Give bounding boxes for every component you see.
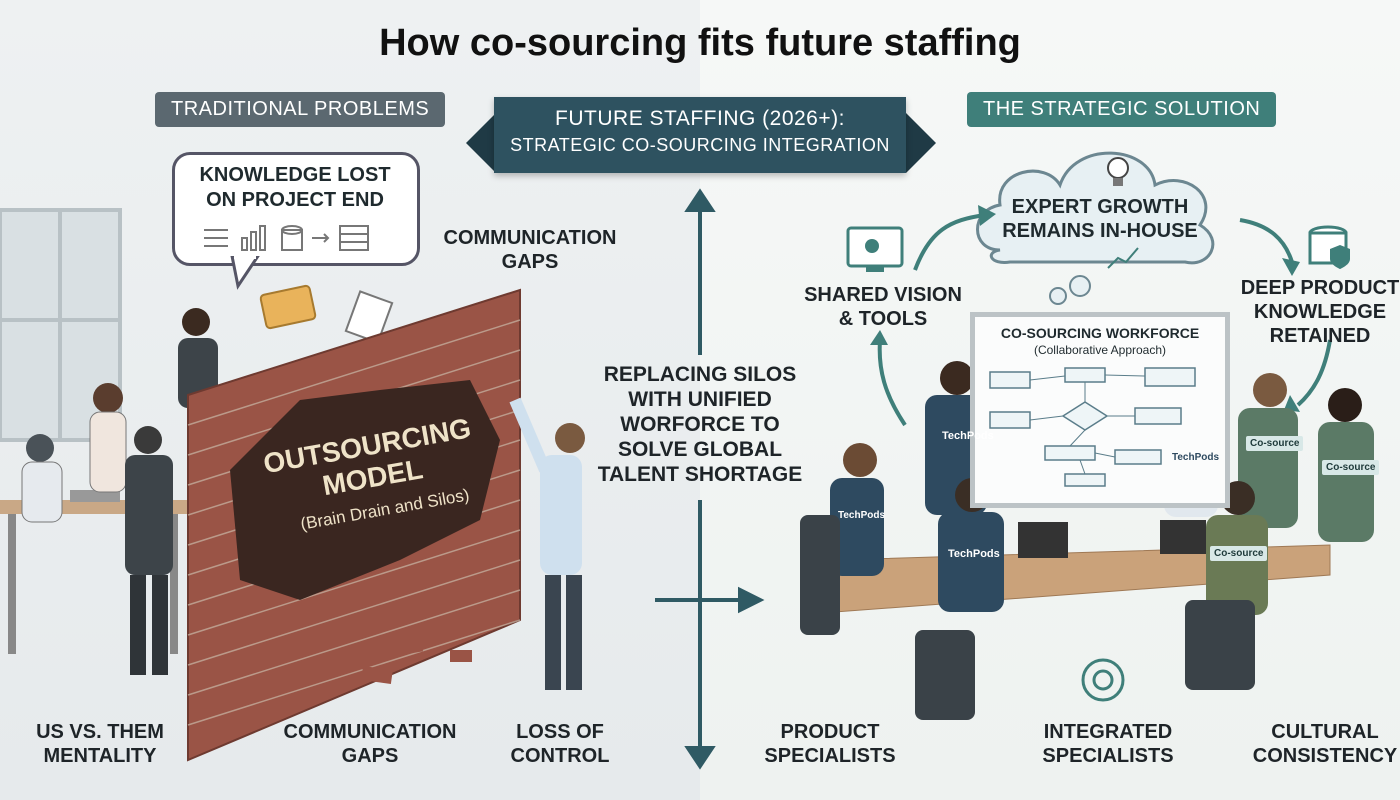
cloud-icon	[976, 151, 1215, 305]
comm-gaps-bottom-line-1: COMMUNICATION	[283, 721, 457, 743]
center-line-4: SOLVE GLOBAL	[617, 438, 783, 461]
whiteboard-title: CO-SOURCING WORKFORCE	[1000, 325, 1200, 341]
grid-icon	[339, 225, 369, 251]
center-line-5: TALENT SHORTAGE	[597, 463, 803, 486]
traditional-problems-header: TRADITIONAL PROBLEMS	[155, 92, 446, 127]
brick-wall	[187, 288, 521, 762]
cycle-arrows	[877, 213, 1332, 427]
database-shield-icon	[1308, 225, 1350, 269]
arrow-right-icon	[312, 233, 330, 243]
integrated-specialists-label: INTEGRATED SPECIALISTS	[1030, 720, 1186, 768]
cultural-consistency-label: CULTURAL CONSISTENCY	[1252, 720, 1398, 768]
techpods-shirt-label-2: TechPods	[838, 510, 886, 521]
product-specialists-label: PRODUCT SPECIALISTS	[760, 720, 900, 768]
cosource-badge-2: Co-source	[1322, 460, 1380, 475]
replacing-silos-text: REPLACING SILOS WITH UNIFIED WORFORCE TO…	[592, 362, 808, 487]
center-line-2: WITH UNIFIED	[628, 388, 772, 411]
us-vs-them-line-2: MENTALITY	[43, 745, 157, 767]
left-people	[21, 308, 218, 675]
whiteboard-subtitle: (Collaborative Approach)	[1033, 343, 1167, 357]
deep-product-line-2: KNOWLEDGE	[1253, 301, 1387, 323]
list-icon	[204, 229, 228, 247]
integrated-specialists-line-2: SPECIALISTS	[1042, 745, 1174, 767]
data-icons-row	[204, 225, 369, 251]
techpods-shirt-label-1: TechPods	[942, 430, 994, 442]
deep-product-line-1: DEEP PRODUCT	[1240, 277, 1400, 299]
techpods-shirt-label-4: TechPods	[1172, 452, 1220, 463]
loss-of-control-line-1: LOSS OF	[516, 721, 604, 743]
database-icon	[281, 225, 303, 251]
shared-vision-line-1: SHARED VISION	[804, 284, 962, 306]
integration-cycle-icon	[1081, 658, 1125, 702]
fallen-bricks	[361, 637, 472, 685]
banner-tail-right	[906, 113, 936, 173]
monitor-icon	[846, 226, 904, 272]
comm-gaps-top-line-2: GAPS	[501, 251, 559, 273]
banner-line-1: FUTURE STAFFING (2026+):	[555, 107, 845, 130]
knowledge-lost-label: KNOWLEDGE LOST ON PROJECT END	[172, 163, 418, 213]
expert-growth-label: EXPERT GROWTH REMAINS IN-HOUSE	[1000, 195, 1200, 243]
future-staffing-banner: FUTURE STAFFING (2026+): STRATEGIC CO-SO…	[494, 97, 906, 173]
communication-gaps-top-label: COMMUNICATION GAPS	[430, 226, 630, 274]
center-line-1: REPLACING SILOS	[603, 363, 797, 386]
banner-tail-left	[466, 113, 496, 173]
deep-product-knowledge-label: DEEP PRODUCT KNOWLEDGE RETAINED	[1240, 276, 1400, 348]
cultural-consistency-line-1: CULTURAL	[1271, 721, 1379, 743]
banner-line-2: STRATEGIC CO-SOURCING INTEGRATION	[510, 135, 890, 155]
vertical-arrow	[684, 188, 716, 770]
shared-vision-line-2: & TOOLS	[838, 308, 928, 330]
cosource-badge-3: Co-source	[1210, 546, 1268, 561]
comm-gaps-bottom-line-2: GAPS	[341, 745, 399, 767]
strategic-solution-header: THE STRATEGIC SOLUTION	[967, 92, 1277, 127]
techpods-shirt-label-3: TechPods	[948, 548, 1000, 560]
knowledge-lost-line-1: KNOWLEDGE LOST	[199, 164, 391, 186]
shared-vision-label: SHARED VISION & TOOLS	[798, 283, 968, 331]
folder-icon	[259, 284, 317, 330]
deep-product-line-3: RETAINED	[1269, 325, 1371, 347]
us-vs-them-line-1: US VS. THEM	[36, 721, 164, 743]
communication-gaps-bottom-label: COMMUNICATION GAPS	[270, 720, 470, 768]
cycle-arrowheads	[870, 205, 1300, 412]
chairs	[800, 515, 1255, 720]
lightbulb-icon	[1107, 157, 1129, 186]
comm-gaps-top-line-1: COMMUNICATION	[443, 227, 617, 249]
man-pushing-wall	[509, 397, 585, 690]
expert-growth-line-1: EXPERT GROWTH	[1011, 196, 1189, 218]
us-vs-them-label: US VS. THEM MENTALITY	[20, 720, 180, 768]
loss-of-control-line-2: CONTROL	[510, 745, 610, 767]
horizontal-arrow	[655, 586, 765, 614]
bar-chart-icon	[241, 225, 266, 251]
speech-bubble-tail	[230, 256, 260, 290]
center-line-3: WORFORCE TO	[620, 413, 780, 436]
page-title: How co-sourcing fits future staffing	[379, 22, 1021, 64]
knowledge-lost-line-2: ON PROJECT END	[206, 189, 384, 211]
product-specialists-line-2: SPECIALISTS	[764, 745, 896, 767]
whiteboard-flowchart	[989, 367, 1196, 487]
product-specialists-line-1: PRODUCT	[780, 721, 880, 743]
cultural-consistency-line-2: CONSISTENCY	[1252, 745, 1398, 767]
cosource-badge-1: Co-source	[1246, 436, 1304, 451]
loss-of-control-label: LOSS OF CONTROL	[495, 720, 625, 768]
integrated-specialists-line-1: INTEGRATED	[1043, 721, 1173, 743]
expert-growth-line-2: REMAINS IN-HOUSE	[1002, 220, 1198, 242]
growth-chart-icon	[1107, 247, 1139, 269]
